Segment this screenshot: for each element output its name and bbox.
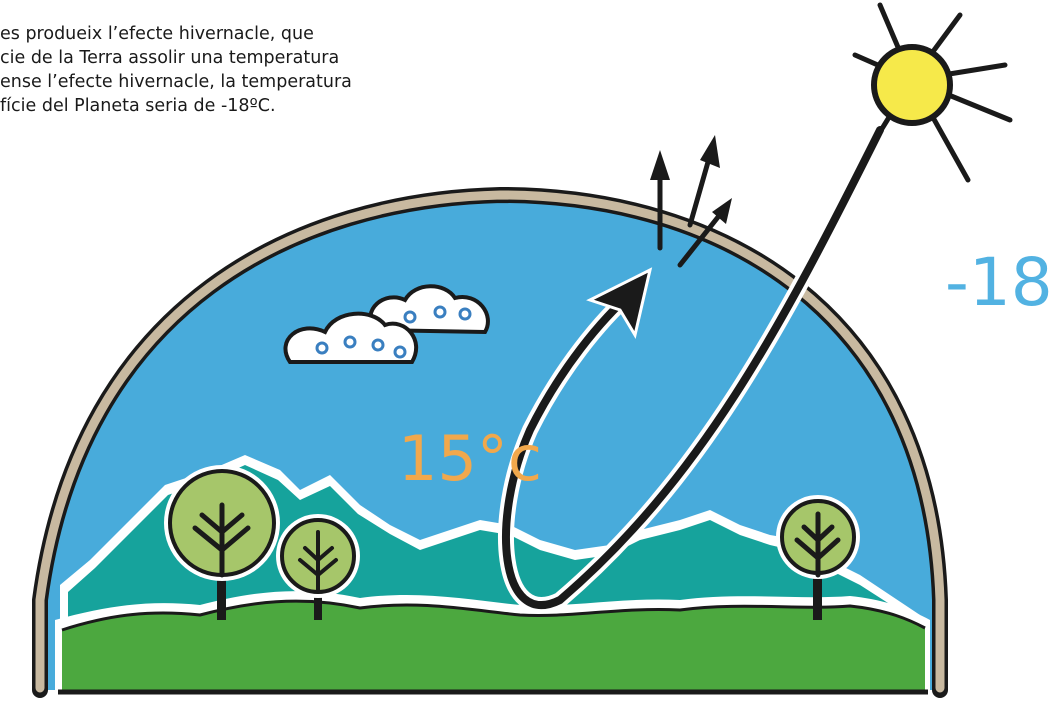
caption-text: es produeix l’efecte hivernacle, que cie… xyxy=(0,22,420,118)
outside-temperature-label: -18°c xyxy=(945,244,1055,321)
cloud-front xyxy=(283,311,419,364)
caption-line-3: ense l’efecte hivernacle, la temperatura xyxy=(0,72,352,92)
ground-outline-stroke xyxy=(61,599,926,632)
caption-line-1: es produeix l’efecte hivernacle, que xyxy=(0,24,314,44)
radiation-path xyxy=(498,122,888,613)
tree-right xyxy=(776,495,860,620)
reflected-arrow-head xyxy=(586,267,653,339)
caption-line-4: fície del Planeta seria de -18ºC. xyxy=(0,96,276,116)
sun-icon xyxy=(852,2,1013,183)
inside-temperature-label: 15°c xyxy=(398,422,542,495)
cloud-back xyxy=(368,284,490,335)
ground xyxy=(62,601,925,690)
tree-large-left xyxy=(164,465,280,620)
tree-small-left xyxy=(276,514,360,620)
caption-line-2: cie de la Terra assolir una temperatura xyxy=(0,48,340,68)
dome-rim-fill xyxy=(35,190,945,693)
escaping-radiation-arrows xyxy=(650,135,732,268)
